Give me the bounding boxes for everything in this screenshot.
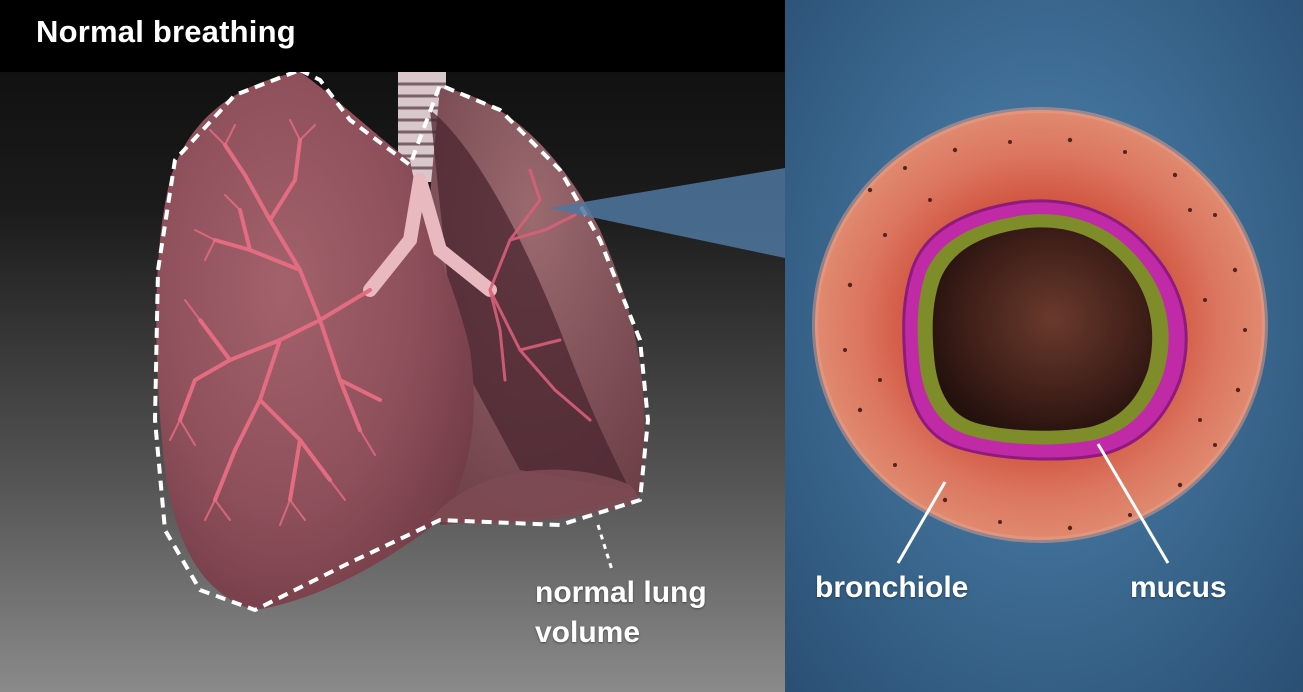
title-bar: Normal breathing: [0, 0, 785, 72]
lung-volume-label: normal lung volume: [535, 573, 765, 653]
bronchiole-cross-section: [815, 110, 1265, 563]
lung-volume-leader: [598, 525, 612, 570]
mucus-label: mucus: [1130, 568, 1227, 608]
bronchiole-label: bronchiole: [815, 568, 968, 608]
scene-title: Normal breathing: [36, 14, 296, 50]
